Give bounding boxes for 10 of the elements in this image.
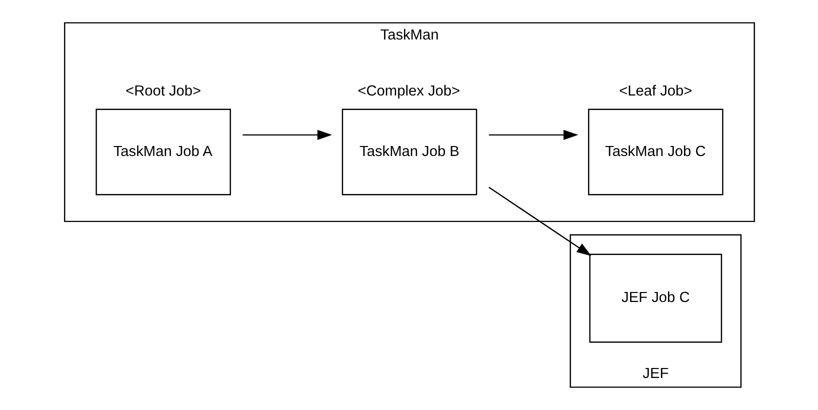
arrow: [242, 130, 332, 140]
node-box: JEF Job C: [588, 254, 722, 343]
node-label: <Complex Job>: [357, 83, 460, 100]
node-box: TaskMan Job B: [341, 108, 477, 196]
node-label: <Leaf Job>: [618, 83, 692, 100]
node-label: <Root Job>: [125, 83, 201, 100]
arrow: [488, 186, 591, 256]
node-box: TaskMan Job A: [95, 108, 230, 196]
node-box: TaskMan Job C: [588, 108, 723, 196]
arrow: [488, 130, 578, 140]
